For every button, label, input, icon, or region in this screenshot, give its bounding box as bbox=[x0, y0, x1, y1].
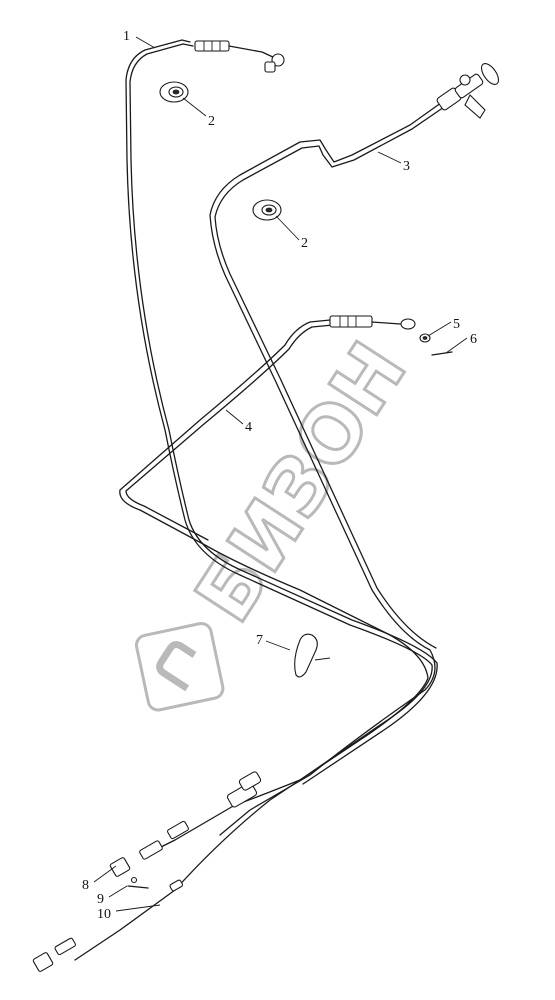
callouts: 1 2 2 3 4 5 6 7 8 9 10 bbox=[82, 29, 477, 922]
cable-4-end-fitting bbox=[329, 315, 416, 330]
cable-1-end-fitting bbox=[194, 40, 285, 73]
grommet-lower bbox=[252, 199, 282, 221]
callout-8: 8 bbox=[82, 878, 89, 893]
leader-lines bbox=[93, 36, 468, 912]
grommet-upper bbox=[159, 81, 189, 103]
callout-9: 9 bbox=[97, 892, 104, 907]
callout-5: 5 bbox=[453, 317, 460, 332]
strap-7 bbox=[294, 633, 331, 678]
control-handle bbox=[436, 63, 500, 119]
pin-6 bbox=[431, 351, 453, 356]
cable-lower-sleeves bbox=[32, 771, 262, 972]
callout-7: 7 bbox=[256, 633, 263, 648]
callout-2-lower: 2 bbox=[301, 236, 308, 251]
callout-6: 6 bbox=[470, 332, 477, 347]
callout-4: 4 bbox=[245, 420, 252, 435]
cable-4 bbox=[74, 319, 429, 961]
nut-5 bbox=[419, 333, 431, 343]
watermark-logo-icon bbox=[134, 622, 225, 712]
callout-1: 1 bbox=[123, 29, 130, 44]
callout-3: 3 bbox=[403, 159, 410, 174]
callout-10: 10 bbox=[97, 907, 111, 922]
callout-2-upper: 2 bbox=[208, 114, 215, 129]
